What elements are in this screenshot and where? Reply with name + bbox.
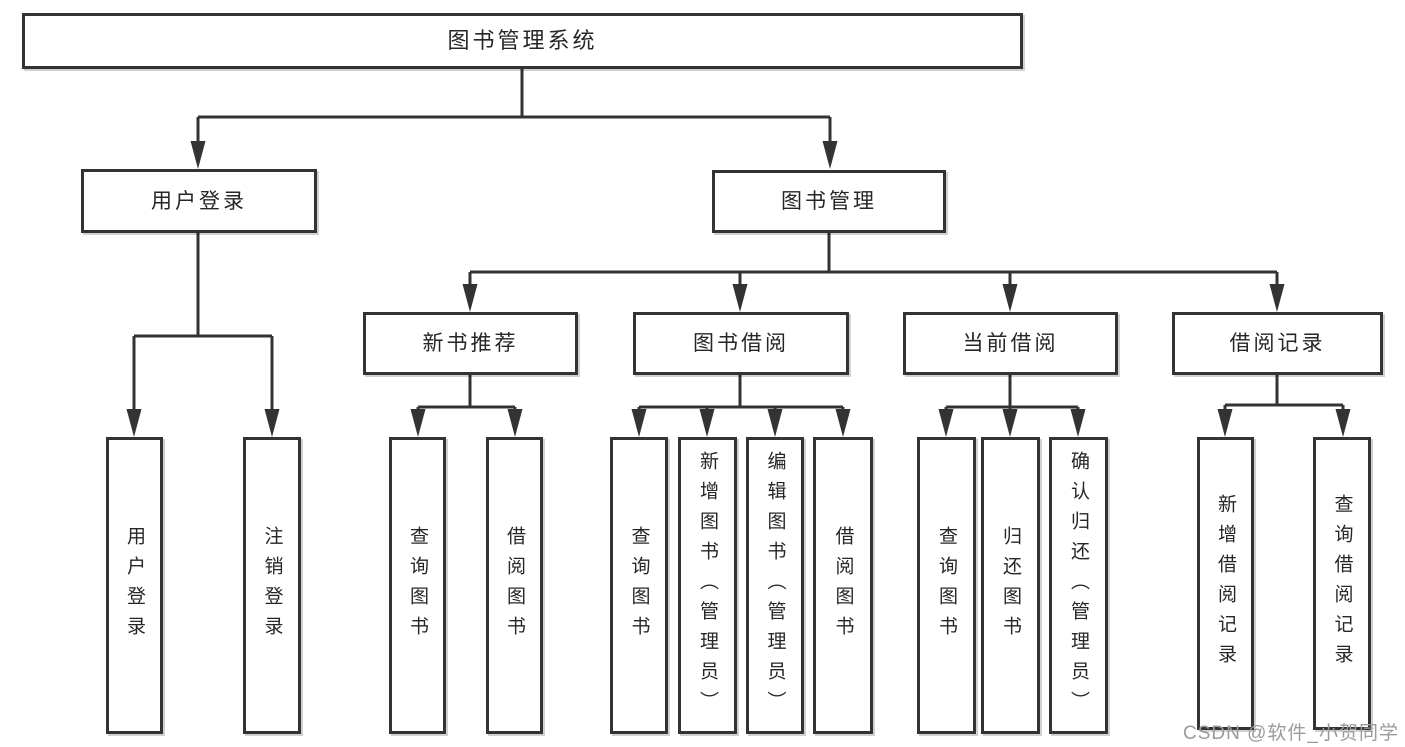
arrowhead bbox=[1002, 284, 1018, 312]
leaf-bb-query-books-label: 查询图书 bbox=[628, 525, 650, 646]
node-book-borrow: 图书借阅 bbox=[633, 312, 849, 375]
leaf-bb-borrow-books-label: 借阅图书 bbox=[832, 525, 854, 646]
leaf-cb-query-books-label: 查询图书 bbox=[936, 525, 957, 646]
leaf-nbr-borrow-books-label: 借阅图书 bbox=[504, 525, 525, 646]
arrowhead bbox=[732, 284, 748, 312]
leaf-logout-label: 注销登录 bbox=[261, 525, 283, 646]
node-root: 图书管理系统 bbox=[22, 13, 1023, 69]
arrowhead bbox=[1002, 409, 1018, 437]
node-borrow-record: 借阅记录 bbox=[1172, 312, 1383, 375]
leaf-logout: 注销登录 bbox=[243, 437, 301, 734]
node-user-login: 用户登录 bbox=[81, 169, 317, 233]
node-user-login-label: 用户登录 bbox=[151, 189, 247, 213]
arrowhead bbox=[410, 409, 426, 437]
leaf-cb-return-books-label: 归还图书 bbox=[1000, 525, 1021, 646]
arrowhead bbox=[767, 409, 783, 437]
arrowhead bbox=[938, 409, 954, 437]
leaf-nbr-query-books-label: 查询图书 bbox=[407, 525, 428, 646]
leaf-cb-return-books: 归还图书 bbox=[981, 437, 1040, 734]
arrowhead bbox=[1269, 284, 1285, 312]
arrowhead bbox=[190, 141, 206, 169]
leaf-nbr-borrow-books: 借阅图书 bbox=[486, 437, 543, 734]
leaf-cb-confirm-return-admin-label: 确认归还（管理员） bbox=[1068, 450, 1089, 721]
leaf-user-login: 用户登录 bbox=[106, 437, 163, 734]
leaf-user-login-label: 用户登录 bbox=[124, 525, 145, 646]
leaf-bb-add-books-admin-label: 新增图书（管理员） bbox=[697, 450, 718, 721]
leaf-br-add-record-label: 新增借阅记录 bbox=[1215, 493, 1236, 674]
leaf-br-query-record-label: 查询借阅记录 bbox=[1331, 493, 1353, 674]
arrowhead bbox=[462, 284, 478, 312]
node-current-borrow-label: 当前借阅 bbox=[962, 332, 1059, 355]
arrowhead bbox=[1217, 409, 1233, 437]
node-book-management: 图书管理 bbox=[712, 170, 946, 233]
arrowhead bbox=[507, 409, 523, 437]
leaf-nbr-query-books: 查询图书 bbox=[389, 437, 446, 734]
node-borrow-record-label: 借阅记录 bbox=[1229, 332, 1326, 355]
arrowhead bbox=[835, 409, 851, 437]
node-new-book-recommend: 新书推荐 bbox=[363, 312, 578, 375]
arrowhead bbox=[1070, 409, 1086, 437]
leaf-bb-borrow-books: 借阅图书 bbox=[813, 437, 873, 734]
leaf-bb-query-books: 查询图书 bbox=[610, 437, 668, 734]
leaf-cb-confirm-return-admin: 确认归还（管理员） bbox=[1049, 437, 1108, 734]
csdn-watermark: CSDN @软件_小贺同学 bbox=[1183, 723, 1399, 744]
leaf-br-query-record: 查询借阅记录 bbox=[1313, 437, 1371, 730]
node-new-book-recommend-label: 新书推荐 bbox=[422, 332, 519, 355]
arrowhead bbox=[699, 409, 715, 437]
node-book-management-label: 图书管理 bbox=[781, 190, 877, 213]
leaf-br-add-record: 新增借阅记录 bbox=[1197, 437, 1254, 730]
arrowhead bbox=[631, 409, 647, 437]
arrowhead bbox=[1335, 409, 1351, 437]
node-current-borrow: 当前借阅 bbox=[903, 312, 1118, 375]
arrowhead bbox=[822, 141, 838, 169]
leaf-bb-edit-books-admin: 编辑图书（管理员） bbox=[746, 437, 804, 734]
arrowhead bbox=[264, 409, 280, 437]
arrowhead bbox=[126, 409, 142, 437]
leaf-bb-edit-books-admin-label: 编辑图书（管理员） bbox=[764, 450, 786, 721]
node-root-label: 图书管理系统 bbox=[447, 28, 598, 53]
leaf-bb-add-books-admin: 新增图书（管理员） bbox=[678, 437, 737, 734]
node-book-borrow-label: 图书借阅 bbox=[693, 332, 789, 355]
leaf-cb-query-books: 查询图书 bbox=[917, 437, 976, 734]
